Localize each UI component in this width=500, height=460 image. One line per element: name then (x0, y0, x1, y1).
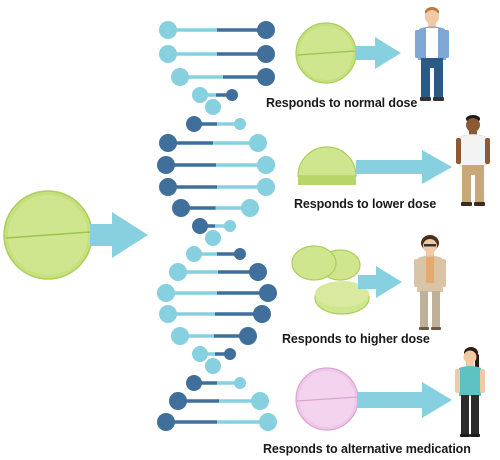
dna-base-pair (169, 263, 267, 281)
input-pill (3, 190, 93, 280)
response-label-alternative-medication: Responds to alternative medication (263, 442, 471, 456)
dna-base-pair (157, 284, 277, 302)
arrow-higher-dose (358, 266, 402, 298)
dna-base-pair (157, 156, 275, 174)
dna-base-pair (169, 392, 269, 410)
pink-pill-icon (295, 367, 359, 431)
multiple-pills-icon (291, 245, 370, 315)
arrow-alternative-medication (357, 382, 452, 418)
dna-base-pair (192, 346, 236, 362)
dna-base-pair (205, 230, 221, 246)
whole-pill-icon (295, 22, 357, 84)
dna-base-pair (192, 87, 238, 103)
response-label-normal-dose: Responds to normal dose (266, 96, 418, 110)
dna-base-pair (192, 218, 236, 234)
input-arrow (90, 212, 148, 258)
dna-base-pair (186, 375, 246, 391)
arrow-normal-dose (355, 37, 401, 69)
dna-base-pair (159, 305, 271, 323)
dna-base-pair (159, 45, 275, 63)
response-label-lower-dose: Responds to lower dose (294, 197, 437, 211)
dna-base-pair (159, 134, 267, 152)
dna-base-pair (159, 178, 275, 196)
dna-base-pair (205, 358, 221, 374)
dna-base-pair (157, 413, 277, 431)
dna-base-pair (186, 246, 246, 262)
woman-teal-top-icon (455, 347, 485, 437)
response-label-higher-dose: Responds to higher dose (282, 332, 430, 346)
dna-base-pair (171, 68, 275, 86)
dna-base-pair (205, 99, 221, 115)
arrow-lower-dose (356, 150, 452, 184)
man-white-shirt-icon (456, 115, 490, 206)
dna-base-pair (186, 116, 246, 132)
half-pill-icon (297, 146, 357, 185)
dna-base-pair (172, 199, 259, 217)
woman-beige-jacket-icon (414, 235, 446, 330)
dna-base-pair (159, 21, 275, 39)
man-casual-icon (415, 7, 449, 101)
dna-base-pair (171, 327, 257, 345)
dna-double-helix (157, 21, 277, 431)
